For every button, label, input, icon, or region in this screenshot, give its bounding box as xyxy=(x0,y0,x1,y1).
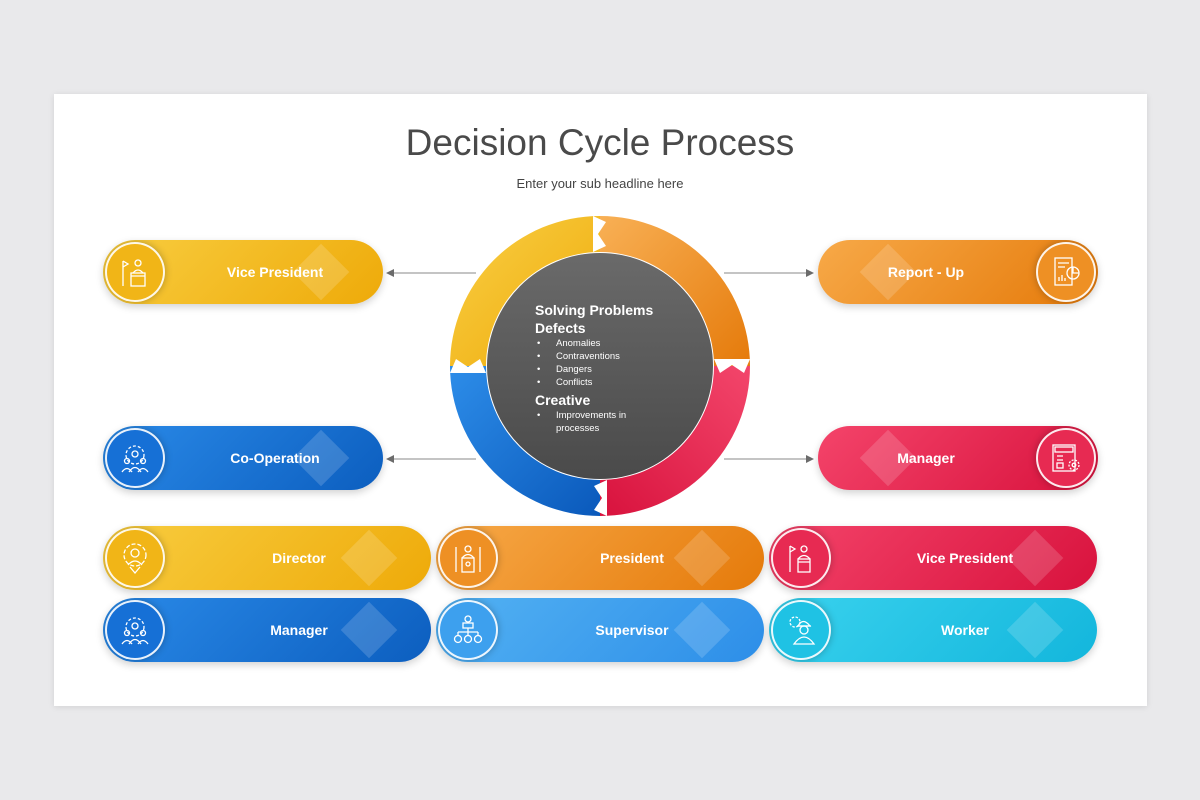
list-item: Dangers xyxy=(537,363,685,376)
director-badge-icon xyxy=(105,528,165,588)
pill-label: Worker xyxy=(941,622,989,638)
pill-manager-grid[interactable]: Manager xyxy=(103,598,431,662)
list-item: Contraventions xyxy=(537,350,685,363)
president-podium-icon xyxy=(438,528,498,588)
list-item: Improvements in processes xyxy=(537,409,646,435)
pill-manager-right[interactable]: Manager xyxy=(818,426,1098,490)
cycle-segment-yellow xyxy=(450,216,600,366)
pill-label: Director xyxy=(272,550,326,566)
list-item: Anomalies xyxy=(537,337,685,350)
pill-president[interactable]: President xyxy=(436,526,764,590)
worker-helmet-icon xyxy=(771,600,831,660)
pill-label: President xyxy=(600,550,664,566)
cycle-segment-red xyxy=(600,366,750,516)
pill-report-up[interactable]: Report - Up xyxy=(818,240,1098,304)
pill-label: Vice President xyxy=(226,264,324,280)
pill-co-operation[interactable]: Co-Operation xyxy=(103,426,383,490)
cycle-segment-orange xyxy=(600,216,750,366)
cycle-chevron-top xyxy=(593,216,606,252)
hierarchy-icon xyxy=(438,600,498,660)
team-gear-icon xyxy=(105,600,165,660)
cycle-chevron-bottom xyxy=(594,480,607,516)
team-gear-icon xyxy=(105,428,165,488)
pill-label: Supervisor xyxy=(595,622,669,638)
cycle-segment-blue xyxy=(450,366,600,516)
center-content: Solving Problems Defects Anomalies Contr… xyxy=(535,301,685,435)
podium-flag-icon xyxy=(771,528,831,588)
pill-worker[interactable]: Worker xyxy=(769,598,1097,662)
pill-label: Vice President xyxy=(916,550,1014,566)
center-heading-defects: Defects xyxy=(535,320,586,336)
pill-supervisor[interactable]: Supervisor xyxy=(436,598,764,662)
connector-arrows xyxy=(386,269,814,463)
podium-speaker-icon xyxy=(105,242,165,302)
pill-label: Manager xyxy=(270,622,328,638)
pill-director[interactable]: Director xyxy=(103,526,431,590)
page-subtitle: Enter your sub headline here xyxy=(516,176,684,191)
defects-list: Anomalies Contraventions Dangers Conflic… xyxy=(535,337,685,389)
cycle-chevron-right xyxy=(714,359,750,373)
pill-label: Co-Operation xyxy=(230,450,320,466)
center-heading-creative: Creative xyxy=(535,392,591,408)
pill-label: Report - Up xyxy=(887,264,965,280)
project-board-icon xyxy=(1036,428,1096,488)
cycle-chevron-left xyxy=(450,359,486,373)
list-item: Conflicts xyxy=(537,376,685,389)
page-title: Decision Cycle Process xyxy=(405,122,795,163)
report-chart-icon xyxy=(1036,242,1096,302)
creative-list: Improvements in processes xyxy=(535,409,685,435)
pill-vice-president-top[interactable]: Vice President xyxy=(103,240,383,304)
pill-vice-president-grid[interactable]: Vice President xyxy=(769,526,1097,590)
center-heading-solving: Solving Problems xyxy=(535,302,654,318)
pill-label: Manager xyxy=(897,450,955,466)
